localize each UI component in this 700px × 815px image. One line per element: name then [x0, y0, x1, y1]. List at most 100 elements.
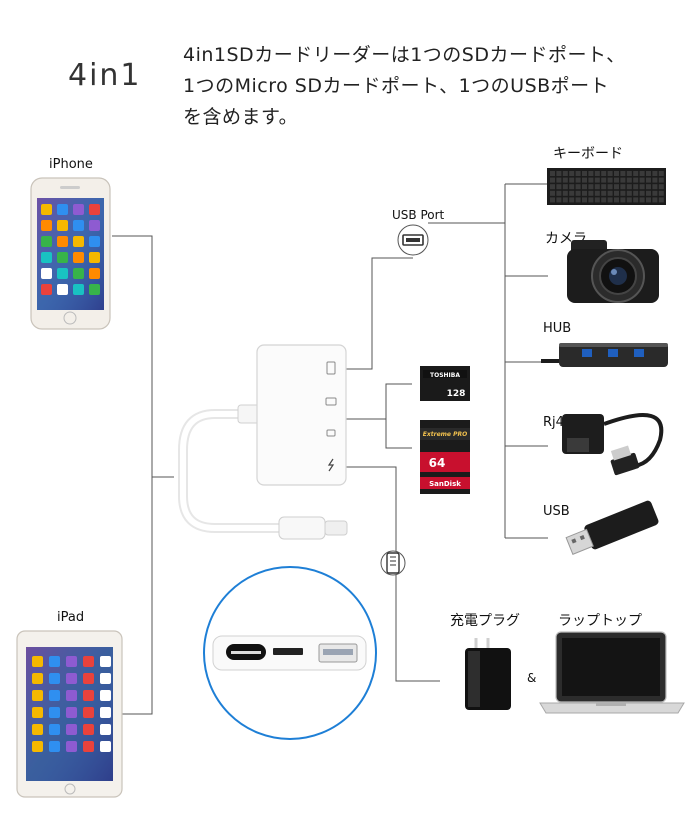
- keyboard-key: [575, 184, 581, 190]
- keyboard-key: [658, 190, 664, 196]
- app-icon: [89, 252, 100, 263]
- app-icon: [66, 690, 77, 701]
- app-icon: [41, 204, 52, 215]
- microsd-brand-text: TOSHIBA: [430, 372, 460, 379]
- keyboard-key: [652, 177, 658, 183]
- keyboard-key: [569, 190, 575, 196]
- app-icon: [100, 673, 111, 684]
- app-icon: [49, 724, 60, 735]
- keyboard-key: [582, 177, 587, 183]
- usb-port-icon: [397, 224, 429, 256]
- app-icon: [32, 656, 43, 667]
- app-icon: [49, 741, 60, 752]
- app-icon: [73, 220, 84, 231]
- keyboard-key: [601, 197, 607, 203]
- app-icon: [83, 673, 94, 684]
- keyboard-key: [620, 177, 626, 183]
- app-icon: [57, 284, 68, 295]
- usb-stick-image: [565, 500, 659, 555]
- app-icon: [100, 690, 111, 701]
- charger-plug-image: [465, 638, 511, 710]
- app-icon: [73, 204, 84, 215]
- keyboard-key: [626, 171, 632, 176]
- keyboard-image: [547, 168, 666, 205]
- description-line-3: を含めます。: [183, 106, 299, 128]
- ampersand: &: [527, 671, 537, 685]
- laptop-label: ラップトップ: [558, 613, 642, 629]
- keyboard-key: [569, 197, 575, 203]
- ipad-app-icons: [32, 656, 111, 752]
- keyboard-key: [633, 171, 639, 176]
- keyboard-key: [588, 190, 594, 196]
- app-icon: [100, 724, 111, 735]
- app-icon: [83, 724, 94, 735]
- hub-label: HUB: [543, 321, 572, 336]
- usb-port-line: [345, 257, 413, 370]
- keyboard-key: [550, 197, 555, 203]
- usb-label: USB: [543, 504, 570, 519]
- lightning-port-icon: [380, 550, 406, 576]
- keyboard-key: [575, 177, 581, 183]
- keyboard-key: [601, 177, 607, 183]
- keyboard-key: [626, 184, 632, 190]
- keyboard-key: [626, 197, 632, 203]
- keyboard-key: [550, 171, 555, 176]
- keyboard-key: [652, 197, 658, 203]
- keyboard-key: [646, 197, 651, 203]
- app-icon: [83, 741, 94, 752]
- keyboard-key: [582, 184, 587, 190]
- app-icon: [83, 656, 94, 667]
- keyboard-key: [607, 184, 613, 190]
- app-icon: [57, 236, 68, 247]
- keyboard-key: [639, 184, 645, 190]
- app-icon: [66, 673, 77, 684]
- keyboard-key: [569, 184, 575, 190]
- keyboard-key: [652, 190, 658, 196]
- app-icon: [32, 673, 43, 684]
- app-icon: [66, 724, 77, 735]
- keyboard-key: [639, 171, 645, 176]
- app-icon: [73, 284, 84, 295]
- keyboard-key: [626, 190, 632, 196]
- ipad-label: iPad: [57, 610, 85, 625]
- app-icon: [73, 236, 84, 247]
- app-icon: [32, 707, 43, 718]
- keyboard-key: [575, 171, 581, 176]
- keyboard-key: [620, 171, 626, 176]
- keyboard-key: [620, 190, 626, 196]
- app-icon: [89, 220, 100, 231]
- keyboard-key: [646, 184, 651, 190]
- keyboard-key: [626, 177, 632, 183]
- app-icon: [83, 690, 94, 701]
- keyboard-key: [562, 197, 568, 203]
- iphone-app-icons: [41, 204, 100, 295]
- sd-size-text: 64: [429, 456, 446, 470]
- keyboard-key: [588, 177, 594, 183]
- keyboard-key: [607, 171, 613, 176]
- app-icon: [49, 656, 60, 667]
- keyboard-key: [614, 190, 619, 196]
- keyboard-key: [614, 184, 619, 190]
- keyboard-key: [550, 177, 555, 183]
- keyboard-key: [614, 171, 619, 176]
- hub-image: [541, 343, 668, 367]
- sd-card-image: Extreme PRO 64 SanDisk: [420, 420, 470, 494]
- app-icon: [57, 268, 68, 279]
- keyboard-key: [588, 171, 594, 176]
- adapter-image: [178, 344, 348, 540]
- keyboard-key: [601, 184, 607, 190]
- app-icon: [100, 656, 111, 667]
- app-icon: [89, 204, 100, 215]
- keyboard-key: [594, 197, 600, 203]
- keyboard-key: [594, 190, 600, 196]
- app-icon: [32, 741, 43, 752]
- app-icon: [49, 690, 60, 701]
- microsd-card-image: TOSHIBA 128: [420, 366, 470, 401]
- app-icon: [66, 741, 77, 752]
- app-icon: [57, 220, 68, 231]
- keyboard-key: [582, 190, 587, 196]
- keyboard-key: [614, 177, 619, 183]
- sd-bracket-line: [345, 418, 412, 449]
- description-line-1: 4in1SDカードリーダーは1つのSDカードポート、: [183, 44, 626, 66]
- keyboard-key: [620, 184, 626, 190]
